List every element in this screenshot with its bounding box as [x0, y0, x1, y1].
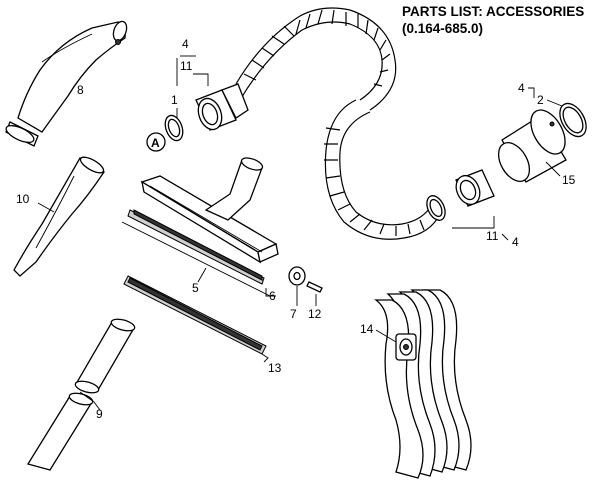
hose-end-coupling: [426, 169, 495, 221]
callout-4-right: 4: [518, 81, 525, 95]
callout-4-bottom: 4: [512, 235, 519, 249]
callout-a-circle: [146, 132, 166, 152]
callout-15: 15: [562, 173, 576, 187]
callout-2: 2: [537, 93, 544, 107]
part-9-extension-tubes: [26, 318, 136, 471]
part-15-adapter: [497, 109, 567, 183]
parts-list-title: PARTS LIST: ACCESSORIES: [402, 4, 585, 19]
callout-1: 1: [171, 93, 178, 107]
callout-14: 14: [360, 322, 374, 336]
leader-4-bottom: [501, 233, 509, 241]
part-8-handle-tube: [5, 20, 128, 147]
callout-11-top: 11: [180, 59, 193, 73]
part-2-ring: [559, 102, 587, 138]
leader-6: [265, 288, 276, 297]
part-10-crevice-nozzle: [13, 156, 105, 277]
leader-14: [375, 329, 397, 343]
leader-15: [545, 161, 561, 177]
callout-13: 13: [268, 361, 282, 375]
leader-11-bottom: [452, 216, 495, 229]
callout-11-bottom: 11: [486, 229, 499, 243]
callout-4-top: 4: [182, 37, 189, 51]
callout-5: 5: [192, 281, 199, 295]
callout-7: 7: [290, 307, 297, 321]
parts-list-number: (0.164-685.0): [402, 21, 484, 36]
part-a-ring: [164, 114, 184, 142]
leader-11-top: [176, 58, 209, 86]
callout-9: 9: [96, 407, 103, 421]
part-13-brush-strip: [123, 275, 269, 363]
leader-2: [546, 99, 563, 107]
part-14-filter-bags: [374, 289, 472, 479]
part-5-floor-nozzle: [121, 157, 279, 297]
suction-hose: [235, 7, 441, 240]
leader-5: [197, 267, 207, 283]
callout-10: 10: [16, 192, 30, 206]
callout-a: A: [151, 136, 160, 150]
part-7-wheel: [288, 266, 323, 293]
leader-4-right: [528, 87, 535, 98]
callout-12: 12: [308, 307, 322, 321]
callout-8: 8: [77, 83, 84, 97]
leader-10: [37, 202, 55, 213]
part-1-hose-coupling: [195, 83, 249, 131]
